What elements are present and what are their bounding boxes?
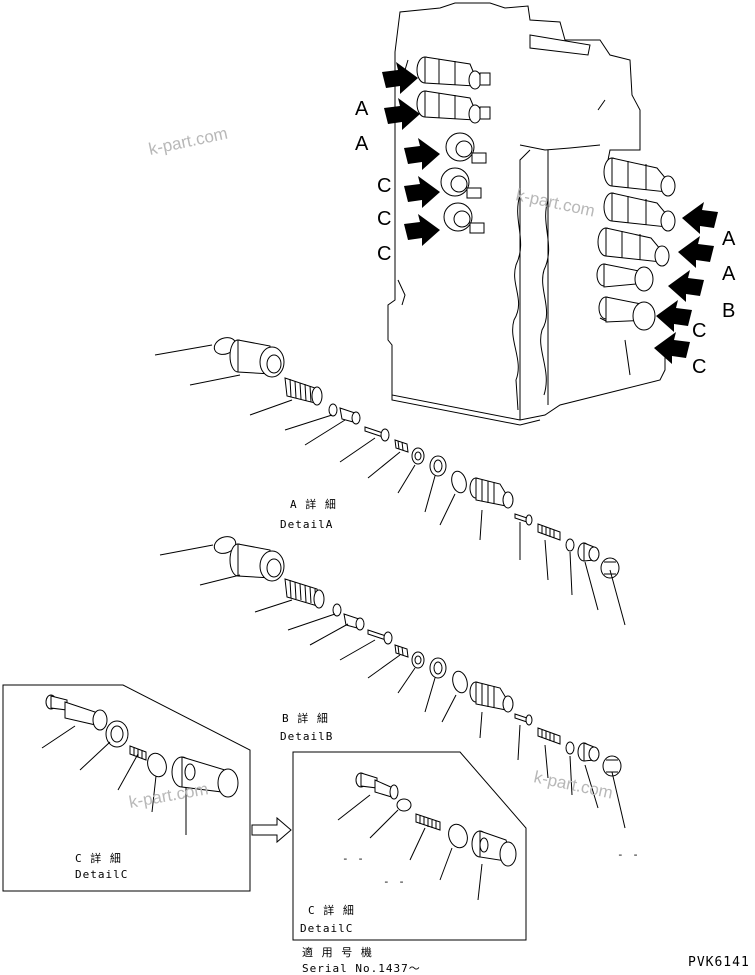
detail-b-title-jp: B 詳 細 [282,711,329,725]
detail-c-box-1: C 詳 細 DetailC [2,684,251,892]
arrow-label: A [722,263,736,285]
detail-c2-title-jp: C 詳 細 [308,903,355,917]
arrow-right-icon [384,98,420,130]
arrow-label: C [377,175,391,197]
watermark: k-part.com [147,124,229,159]
hollow-arrow-right-icon [251,816,292,844]
detail-b-title-en: DetailB [280,730,333,743]
arrow-right-icon [382,62,418,94]
detail-c2-title-en: DetailC [300,922,353,935]
watermark: k-part.com [514,185,596,220]
arrow-label: A [355,133,369,155]
detail-c1-title-jp: C 詳 細 [75,851,122,865]
arrow-label: A [722,228,736,250]
detail-a-leaders [154,344,626,626]
figure-code: PVK6141 [688,955,750,970]
detail-c1-title-en: DetailC [75,868,128,881]
detail-a-title-jp: A 詳 細 [290,497,337,511]
arrow-icons-left [382,62,440,246]
arrow-labels-left: A A C C C [355,98,391,265]
arrow-right-icon [404,176,440,208]
detail-b-parts [213,536,622,777]
detail-a-parts [213,337,620,579]
dash-marker: - - [342,852,365,865]
dash-marker: - - [617,848,640,861]
detail-a-title-en: DetailA [280,518,333,531]
arrow-icons-right [654,202,718,364]
valve-spools-right [596,157,676,331]
arrow-label: A [355,98,369,120]
valve-body [387,2,666,426]
valve-spools-left [416,56,491,234]
arrow-label: B [722,300,735,322]
watermark: k-part.com [532,767,614,802]
arrow-label: C [377,243,391,265]
arrow-left-icon [668,270,704,302]
detail-b-leaders [159,544,626,829]
arrow-right-icon [404,138,440,170]
arrow-left-icon [654,332,690,364]
serial-number: Serial No.1437～ [302,962,421,975]
arrow-right-icon [404,214,440,246]
arrow-label: C [692,356,706,378]
arrow-label: C [692,320,706,342]
detail-c-box-2: - - - - C 詳 細 DetailC [292,751,527,941]
arrow-labels-right: A A B C C [692,228,736,378]
arrow-left-icon [678,236,714,268]
arrow-label: C [377,208,391,230]
arrow-left-icon [682,202,718,234]
dash-marker: - - [383,875,406,888]
watermark: k-part.com [127,779,209,812]
arrow-left-icon [656,300,692,332]
serial-label-jp: 適 用 号 機 [302,945,373,959]
